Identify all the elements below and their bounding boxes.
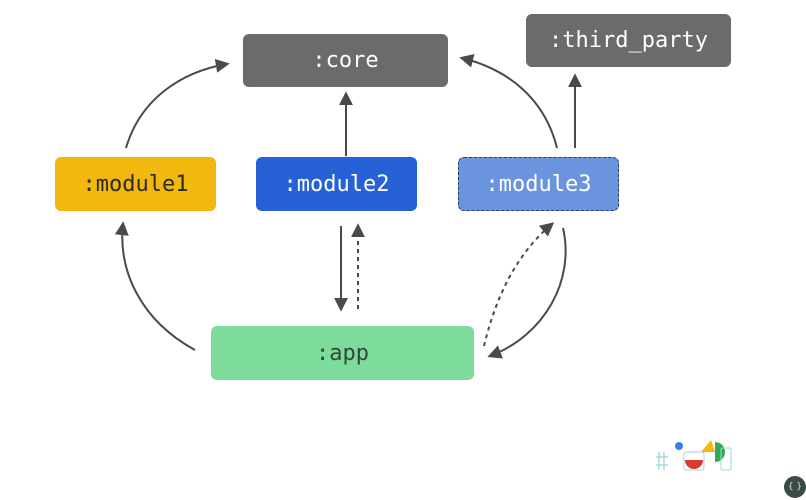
node-module1: :module1 — [55, 157, 216, 211]
edge-module3-app — [487, 227, 567, 359]
node-module3: :module3 — [458, 157, 619, 211]
node-module3-label: :module3 — [485, 171, 592, 197]
node-module2-label: :module2 — [283, 171, 390, 197]
node-module1-label: :module1 — [82, 171, 189, 197]
edge-app-module3-dashed — [483, 222, 555, 347]
edge-app-module1 — [114, 221, 196, 351]
google-io-logo — [656, 440, 732, 471]
node-third-party-label: :third_party — [549, 28, 708, 53]
node-module2: :module2 — [256, 157, 417, 211]
node-app-label: :app — [316, 340, 369, 366]
node-core: :core — [243, 34, 448, 87]
edge-module3-core — [459, 53, 558, 149]
edge-module1-core — [125, 58, 230, 149]
node-third-party: :third_party — [526, 14, 731, 67]
node-core-label: :core — [312, 48, 379, 73]
node-app: :app — [211, 326, 474, 380]
braces-icon: { } — [787, 482, 803, 492]
corner-badge: { } — [784, 476, 806, 498]
